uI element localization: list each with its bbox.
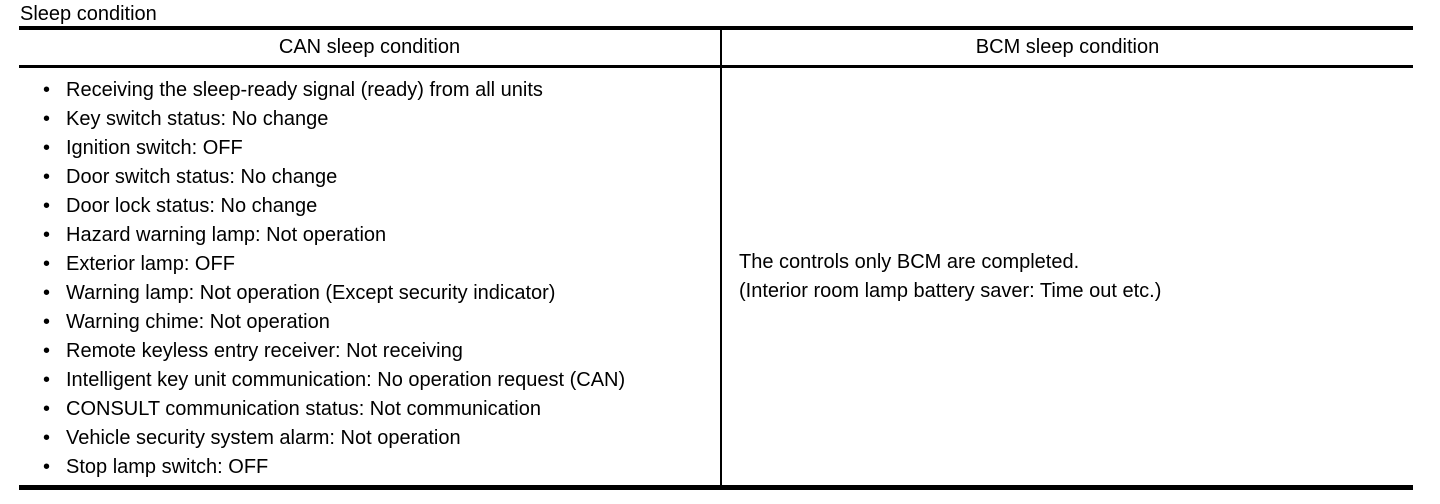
table-body-row: • Receiving the sleep-ready signal (read… — [19, 68, 1413, 485]
list-item: • Door switch status: No change — [19, 163, 720, 192]
bullet-icon: • — [43, 456, 51, 478]
bcm-sleep-condition-cell: The controls only BCM are completed. (In… — [722, 68, 1413, 485]
bcm-condition-line: (Interior room lamp battery saver: Time … — [739, 279, 1162, 302]
list-item: • Warning lamp: Not operation (Except se… — [19, 279, 720, 308]
condition-text: Vehicle security system alarm: Not opera… — [66, 427, 461, 449]
bullet-icon: • — [43, 137, 51, 159]
condition-text: Exterior lamp: OFF — [66, 253, 235, 275]
can-sleep-condition-cell: • Receiving the sleep-ready signal (read… — [19, 68, 722, 485]
condition-text: Receiving the sleep-ready signal (ready)… — [66, 79, 543, 101]
condition-text: Warning chime: Not operation — [66, 311, 330, 333]
bullet-icon: • — [43, 398, 51, 420]
bcm-condition-line: The controls only BCM are completed. — [739, 250, 1080, 273]
list-item: • Remote keyless entry receiver: Not rec… — [19, 337, 720, 366]
list-item: • Hazard warning lamp: Not operation — [19, 221, 720, 250]
condition-text: Hazard warning lamp: Not operation — [66, 224, 387, 246]
bullet-icon: • — [43, 166, 51, 188]
table-header-row: CAN sleep condition BCM sleep condition — [19, 30, 1413, 68]
list-item: • Vehicle security system alarm: Not ope… — [19, 424, 720, 453]
condition-text: Intelligent key unit communication: No o… — [66, 369, 626, 391]
bullet-icon: • — [43, 224, 51, 246]
condition-text: Warning lamp: Not operation (Except secu… — [66, 282, 556, 304]
list-item: • Warning chime: Not operation — [19, 308, 720, 337]
bullet-icon: • — [43, 108, 51, 130]
sleep-condition-page: Sleep condition CAN sleep condition BCM … — [19, 3, 1413, 490]
bullet-icon: • — [43, 311, 51, 333]
header-can-sleep-condition: CAN sleep condition — [19, 30, 722, 65]
condition-text: Key switch status: No change — [66, 108, 329, 130]
list-item: • CONSULT communication status: Not comm… — [19, 395, 720, 424]
bullet-icon: • — [43, 369, 51, 391]
sleep-condition-table: CAN sleep condition BCM sleep condition … — [19, 26, 1413, 490]
condition-text: Stop lamp switch: OFF — [66, 456, 269, 478]
condition-text: CONSULT communication status: Not commun… — [66, 398, 541, 420]
list-item: • Stop lamp switch: OFF — [19, 453, 720, 482]
condition-text: Door lock status: No change — [66, 195, 318, 217]
list-item: • Door lock status: No change — [19, 192, 720, 221]
bullet-icon: • — [43, 282, 51, 304]
condition-text: Door switch status: No change — [66, 166, 338, 188]
page-title: Sleep condition — [20, 3, 157, 25]
list-item: • Receiving the sleep-ready signal (read… — [19, 76, 720, 105]
header-bcm-sleep-condition: BCM sleep condition — [975, 36, 1160, 58]
bullet-icon: • — [43, 340, 51, 362]
bullet-icon: • — [43, 79, 51, 101]
list-item: • Intelligent key unit communication: No… — [19, 366, 720, 395]
condition-text: Ignition switch: OFF — [66, 137, 243, 159]
condition-text: Remote keyless entry receiver: Not recei… — [66, 340, 463, 362]
bullet-icon: • — [43, 427, 51, 449]
list-item: • Ignition switch: OFF — [19, 134, 720, 163]
list-item: • Key switch status: No change — [19, 105, 720, 134]
can-condition-list: • Receiving the sleep-ready signal (read… — [19, 76, 720, 482]
bullet-icon: • — [43, 195, 51, 217]
bullet-icon: • — [43, 253, 51, 275]
list-item: • Exterior lamp: OFF — [19, 250, 720, 279]
